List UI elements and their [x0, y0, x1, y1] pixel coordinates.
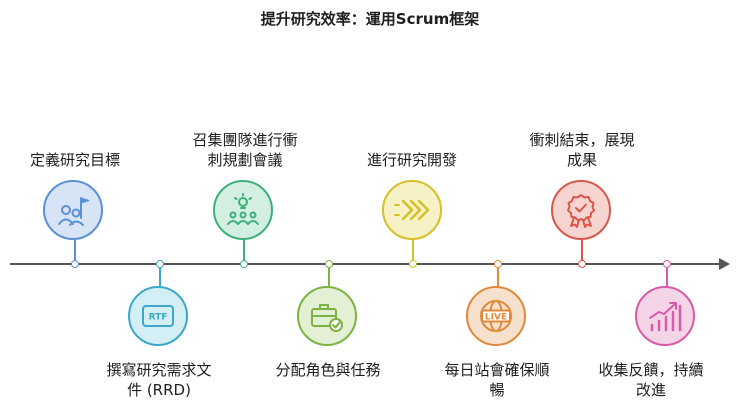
step-3-node[interactable]	[213, 180, 273, 240]
step-8-label: 收集反饋，持續 改進	[598, 361, 704, 399]
page-title: 提升研究效率：運用Scrum框架	[260, 10, 480, 28]
step-1-label: 定義研究目標	[29, 151, 120, 169]
step-7-stem	[581, 240, 583, 261]
timeline-arrow-head	[719, 258, 730, 270]
step-5-label: 進行研究開發	[366, 151, 457, 169]
step-5-node[interactable]	[382, 180, 442, 240]
step-4-label: 分配角色與任務	[275, 361, 381, 379]
award-ribbon-icon	[567, 194, 595, 228]
briefcase-check-icon	[311, 304, 343, 332]
step-2-stem	[159, 268, 161, 286]
step-1-node[interactable]	[43, 180, 103, 240]
timeline-axis	[10, 263, 723, 265]
live-globe-icon: LIVE	[480, 300, 512, 332]
step-1-stem	[74, 240, 76, 261]
step-6-node[interactable]: LIVE	[466, 286, 526, 346]
step-3-stem	[243, 240, 245, 261]
team-goal-icon	[58, 197, 90, 226]
step-4-node[interactable]	[297, 286, 357, 346]
step-7-node[interactable]	[551, 180, 611, 240]
forward-chevrons-icon	[394, 199, 430, 221]
svg-text:RTF: RTF	[149, 313, 168, 323]
rtf-document-icon: RTF	[142, 305, 174, 327]
step-5-dot	[408, 260, 417, 268]
lightbulb-team-icon	[227, 193, 259, 225]
step-6-stem	[497, 268, 499, 286]
step-4-dot	[324, 260, 333, 268]
step-8-dot	[662, 260, 671, 268]
growth-chart-icon	[649, 302, 682, 332]
step-7-dot	[577, 260, 586, 268]
step-5-stem	[412, 240, 414, 261]
step-2-node[interactable]: RTF	[128, 286, 188, 346]
step-8-node[interactable]	[635, 286, 695, 346]
step-7-label: 衝刺結束，展現 成果	[529, 131, 635, 169]
step-1-dot	[70, 260, 79, 268]
svg-text:LIVE: LIVE	[485, 313, 507, 323]
step-6-dot	[493, 260, 502, 268]
step-6-label: 每日站會確保順 暢	[444, 361, 550, 399]
step-2-label: 撰寫研究需求文 件 (RRD)	[106, 361, 212, 399]
step-3-dot	[239, 260, 248, 268]
step-4-stem	[328, 268, 330, 286]
step-3-label: 召集團隊進行衝 刺規劃會議	[192, 131, 298, 169]
step-8-stem	[666, 268, 668, 286]
step-2-dot	[155, 260, 164, 268]
